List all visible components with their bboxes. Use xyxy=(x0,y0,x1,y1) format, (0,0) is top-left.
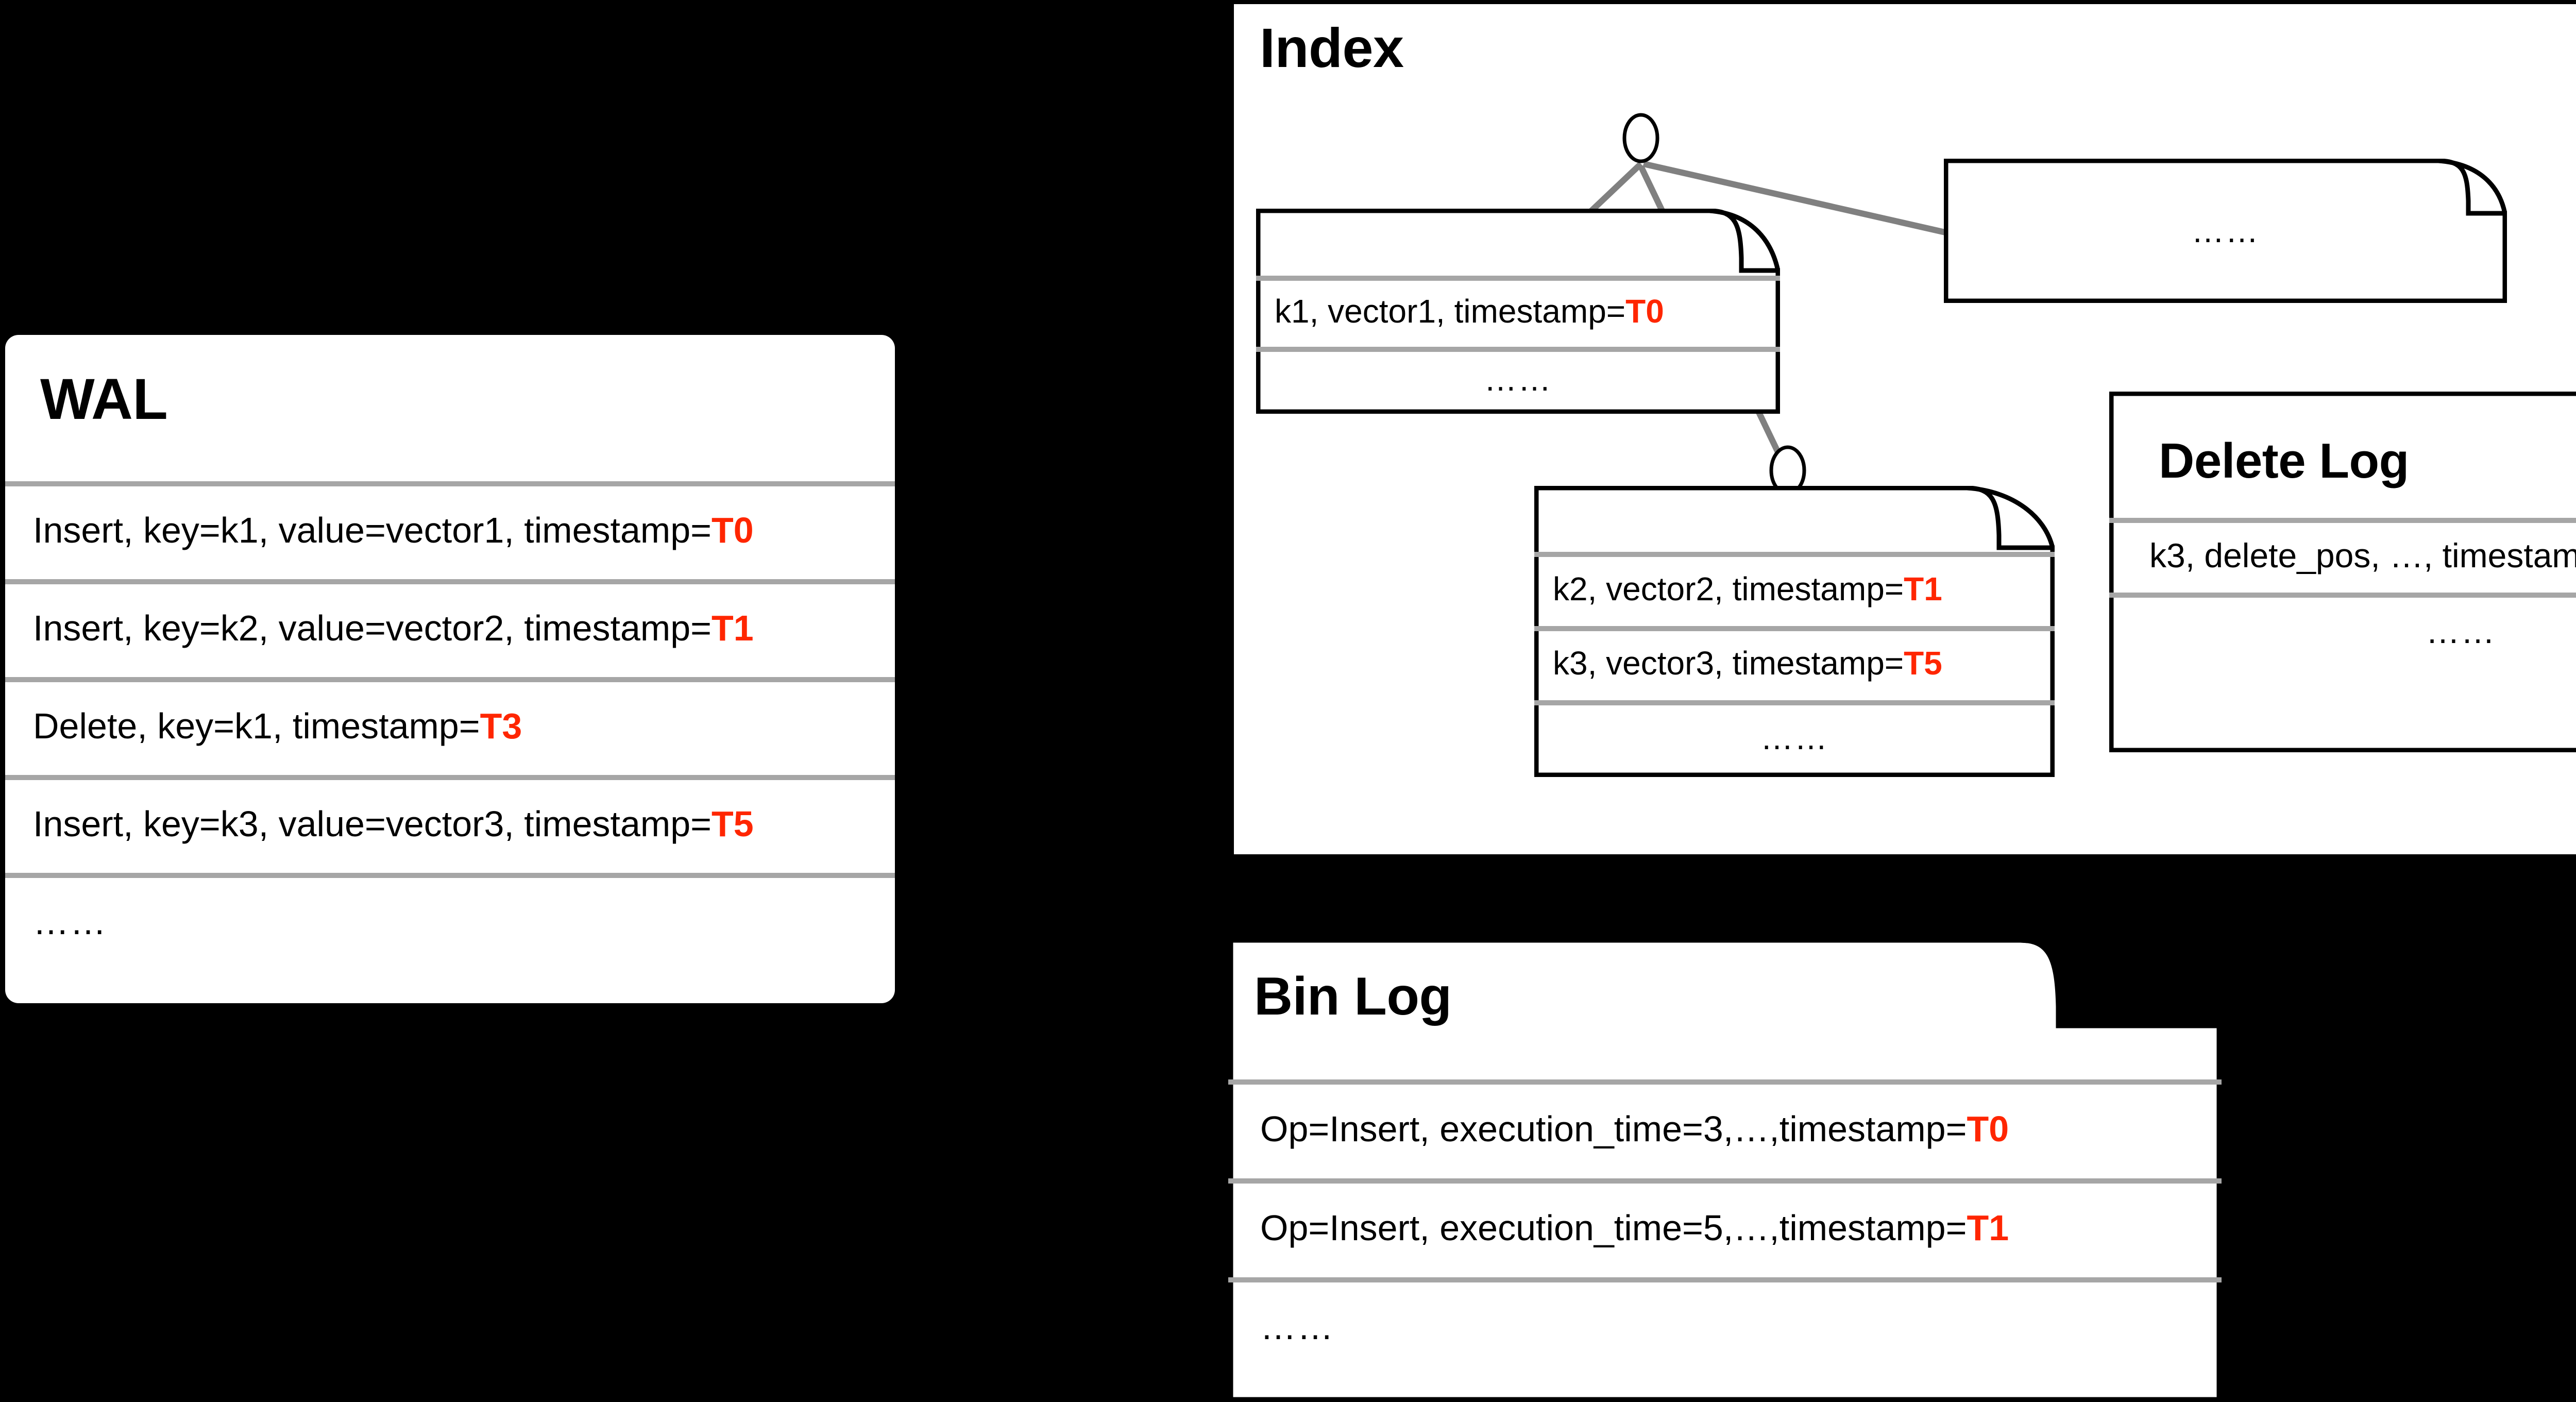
wal-entry-text: Insert, key=k2, value=vector2, timestamp… xyxy=(33,608,712,648)
wal-entry-row: Delete, key=k1, timestamp=T3 xyxy=(5,677,895,775)
wal-entry-text: …… xyxy=(33,902,107,942)
wal-separator xyxy=(5,481,895,486)
wal-entry-timestamp: T5 xyxy=(711,804,754,844)
index-leaf-separator xyxy=(1534,552,2055,557)
index-leaf-entry-timestamp: T1 xyxy=(1904,570,1942,607)
bin-log-entry-row: …… xyxy=(1228,1277,2222,1376)
index-leaf-entry-text: …… xyxy=(1484,361,1552,398)
index-leaf-separator xyxy=(1256,347,1780,352)
delete-log-entry-text: k3, delete_pos, …, timestamp= xyxy=(2149,536,2576,575)
delete-log-entry-row: k3, delete_pos, …, timestamp=T3 xyxy=(2109,518,2576,593)
delete-log-title: Delete Log xyxy=(2159,433,2409,488)
page-fold-shape xyxy=(1256,209,1780,414)
wal-title: WAL xyxy=(40,367,168,431)
wal-entry-timestamp: T1 xyxy=(711,608,754,648)
delete-log-separator xyxy=(2109,593,2576,598)
wal-entry-text: Delete, key=k1, timestamp= xyxy=(33,706,480,746)
bin-log-entry-timestamp: T1 xyxy=(1967,1208,2009,1248)
index-leaf-entry-row: k2, vector2, timestamp=T1 xyxy=(1534,552,2055,626)
bin-log-separator xyxy=(1228,1079,2222,1085)
wal-entry-timestamp: T3 xyxy=(480,706,522,746)
delete-log-entry-row: …… xyxy=(2109,593,2576,670)
tree-node-root xyxy=(1622,113,1659,163)
wal-panel: WAL Insert, key=k1, value=vector1, times… xyxy=(5,335,895,1003)
wal-entry-row: …… xyxy=(5,873,895,971)
bin-log-entry-row: Op=Insert, execution_time=3,…,timestamp=… xyxy=(1228,1079,2222,1178)
delete-log-entry-text: …… xyxy=(2426,612,2496,650)
page-fold-shape xyxy=(1228,938,2222,1402)
wal-separator xyxy=(5,775,895,780)
bin-log-separator xyxy=(1228,1277,2222,1282)
index-leaf-entry-text: k2, vector2, timestamp= xyxy=(1553,570,1904,607)
bin-log-title: Bin Log xyxy=(1254,967,1452,1026)
index-leaf-k1: k1, vector1, timestamp=T0 …… xyxy=(1256,209,1780,414)
index-leaf-separator xyxy=(1256,276,1780,281)
index-title: Index xyxy=(1260,16,1404,79)
wal-entry-timestamp: T0 xyxy=(711,510,754,550)
index-leaf-separator xyxy=(1534,626,2055,631)
delete-log-panel: Delete Log k3, delete_pos, …, timestamp=… xyxy=(2109,392,2576,752)
bin-log-entry-text: Op=Insert, execution_time=5,…,timestamp= xyxy=(1260,1208,1967,1248)
wal-separator xyxy=(5,677,895,682)
wal-entry-row: Insert, key=k3, value=vector3, timestamp… xyxy=(5,775,895,873)
index-leaf-entry-text: k1, vector1, timestamp= xyxy=(1275,293,1626,330)
index-leaf-entry-text: …… xyxy=(2191,212,2260,249)
wal-separator xyxy=(5,873,895,878)
page-fold-shape xyxy=(1944,159,2507,303)
page-fold-shape xyxy=(2109,392,2576,752)
bin-log-entry-text: …… xyxy=(1260,1307,1334,1347)
bin-log-entry-row: Op=Insert, execution_time=5,…,timestamp=… xyxy=(1228,1178,2222,1277)
bin-log-entry-text: Op=Insert, execution_time=3,…,timestamp= xyxy=(1260,1109,1967,1149)
index-leaf-entry-timestamp: T0 xyxy=(1625,293,1664,330)
delete-log-separator xyxy=(2109,518,2576,523)
index-leaf-entry-row: k3, vector3, timestamp=T5 xyxy=(1534,626,2055,700)
wal-entry-text: Insert, key=k3, value=vector3, timestamp… xyxy=(33,804,712,844)
index-leaf-entry-timestamp: T5 xyxy=(1904,645,1942,682)
wal-entry-row: Insert, key=k2, value=vector2, timestamp… xyxy=(5,579,895,677)
bin-log-separator xyxy=(1228,1178,2222,1184)
index-leaf-entry-text: …… xyxy=(1760,719,1828,756)
wal-entry-text: Insert, key=k1, value=vector1, timestamp… xyxy=(33,510,712,550)
index-leaf-entry-row: …… xyxy=(1256,347,1780,412)
index-leaf-entry-row: …… xyxy=(1944,159,2507,303)
index-leaf-entry-row: …… xyxy=(1534,700,2055,775)
index-leaf-k2-k3: k2, vector2, timestamp=T1 k3, vector3, t… xyxy=(1534,486,2055,777)
index-leaf-entry-text: k3, vector3, timestamp= xyxy=(1553,645,1904,682)
index-leaf-ellipsis: …… xyxy=(1944,159,2507,303)
wal-separator xyxy=(5,579,895,584)
wal-entry-row: Insert, key=k1, value=vector1, timestamp… xyxy=(5,481,895,579)
bin-log-entry-timestamp: T0 xyxy=(1967,1109,2009,1149)
bin-log-panel: Bin Log Op=Insert, execution_time=3,…,ti… xyxy=(1228,938,2222,1402)
index-leaf-separator xyxy=(1534,700,2055,705)
index-leaf-entry-row: k1, vector1, timestamp=T0 xyxy=(1256,276,1780,347)
